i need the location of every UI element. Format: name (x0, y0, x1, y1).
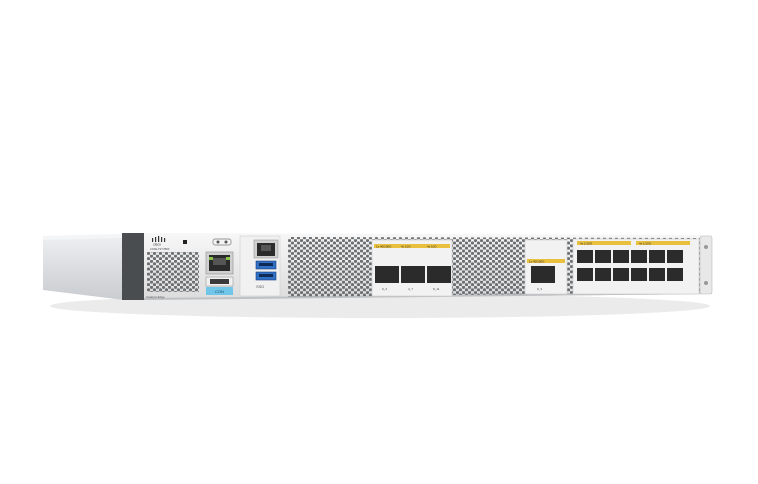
sfp-ports-bottom-row[interactable] (577, 268, 683, 281)
module-3-label-b: 4x 1/10G (639, 241, 652, 245)
power-switch[interactable] (212, 238, 232, 246)
model-text: CATALYST 8500 (150, 247, 170, 251)
chassis-bezel-edge (122, 233, 144, 300)
port-number-1: 4_7 (408, 287, 413, 291)
console-label: CON (215, 289, 224, 294)
chassis-side-panel (43, 234, 124, 300)
rack-ear (699, 235, 713, 295)
port-number-3: 0_3 (537, 287, 542, 291)
qsfp-port-4[interactable] (531, 266, 555, 283)
module-1: 1x 40/100G 4x 10G 4x 10G 0_2 4_7 8_11 (371, 239, 453, 297)
console-label-tag (206, 287, 233, 295)
module-2: 1x 40/100G 0_3 (524, 239, 568, 295)
usb-label: SSD (256, 284, 264, 289)
brand-logo-text: cisco (153, 243, 161, 247)
module-1-label-a: 1x 40/100G (376, 244, 392, 248)
qsfp-port-1[interactable] (375, 266, 399, 283)
module-3-label-a: 4x 1/10G (580, 241, 593, 245)
floor-shadow (50, 294, 710, 318)
module-3: 4x 1/10G 4x 1/10G (572, 238, 700, 295)
sfp-ports-top-row[interactable] (577, 250, 683, 263)
port-number-2: 8_11 (433, 287, 440, 291)
module-1-label-b: 4x 10G (401, 244, 411, 248)
module-1-label-c: 4x 10G (427, 244, 437, 248)
status-led (183, 240, 187, 244)
series-label: Catalyst Edge (146, 295, 165, 299)
qsfp-port-2[interactable] (401, 266, 425, 283)
qsfp-port-3[interactable] (427, 266, 451, 283)
port-number-0: 0_2 (382, 287, 387, 291)
left-vent (147, 252, 199, 292)
management-port[interactable] (205, 251, 234, 275)
cisco-logo: cisco CATALYST 8500 (150, 236, 170, 251)
ethernet-port[interactable] (253, 239, 279, 259)
module-2-label: 1x 40/100G (529, 259, 545, 263)
